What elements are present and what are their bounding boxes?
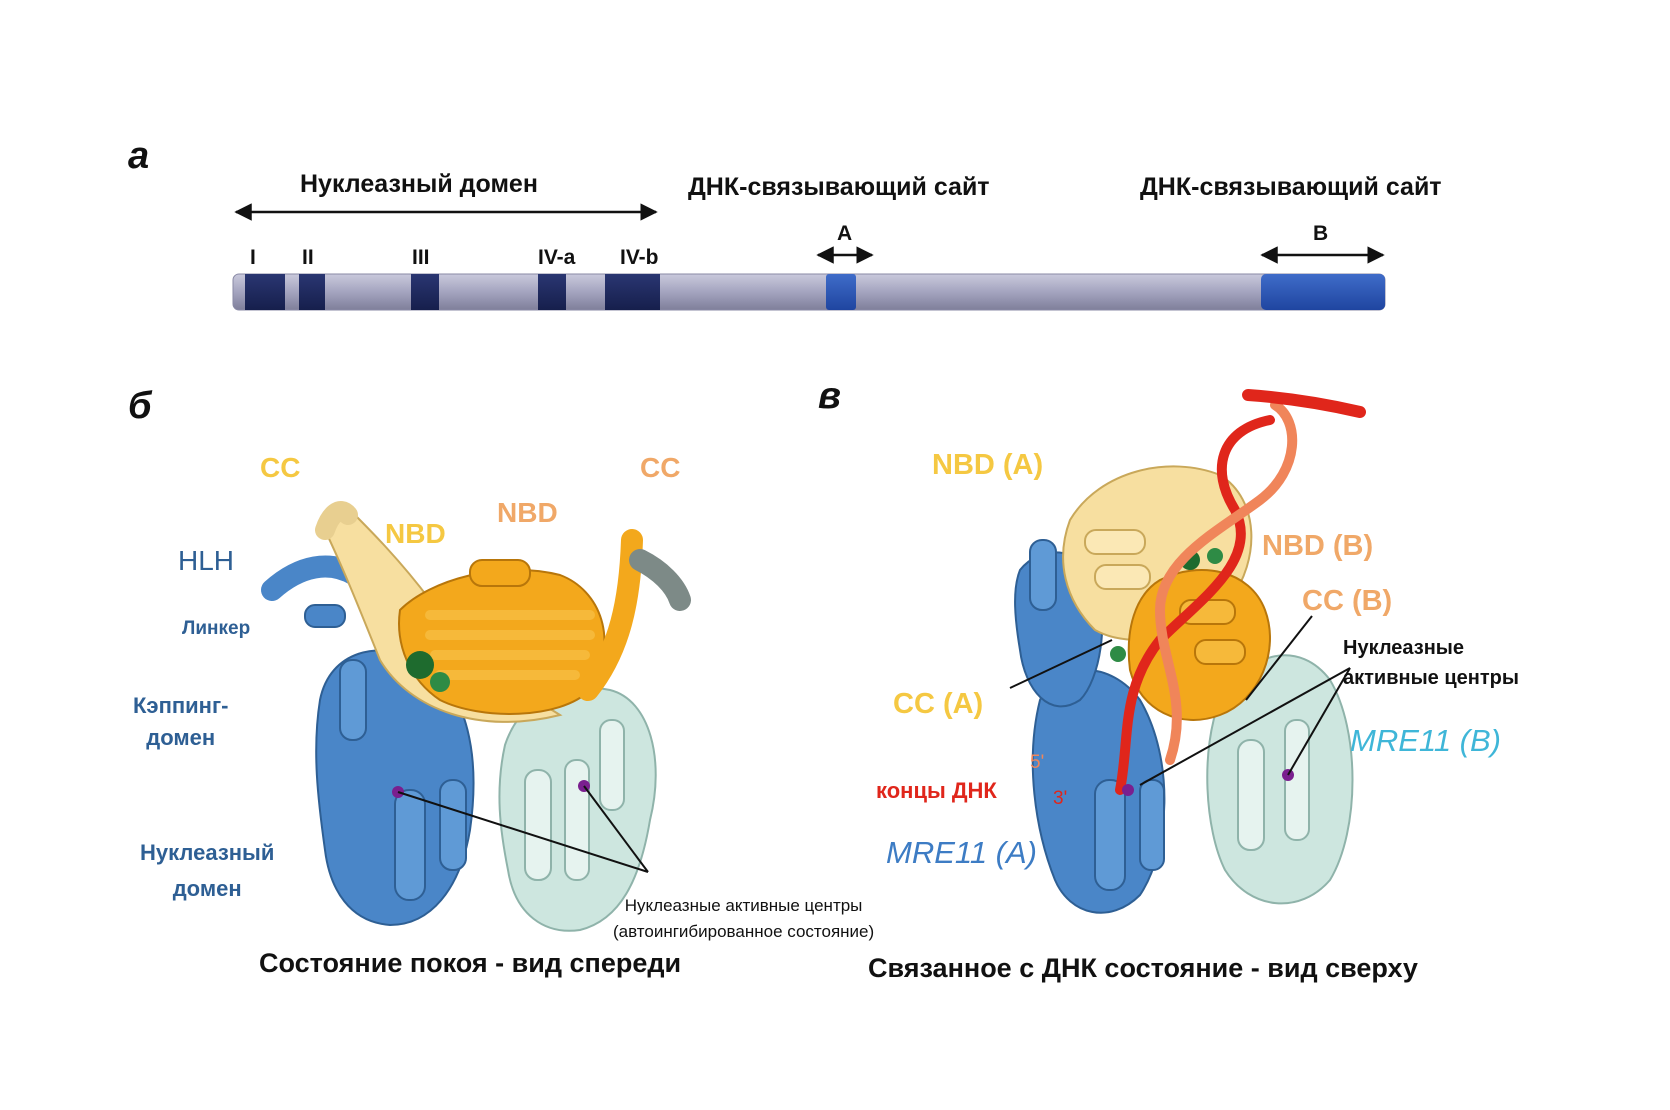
three-prime-label: 3': [1053, 788, 1068, 809]
motif-II-segment: [299, 274, 325, 310]
structure-resting-front: [261, 501, 691, 932]
motif-label-II: II: [302, 246, 314, 269]
caption-resting-state: Состояние покоя - вид спереди: [259, 948, 682, 978]
nuclease-domain-struct-line1: Нуклеазный: [140, 840, 275, 865]
motif-III-segment: [411, 274, 439, 310]
nuclease-domain-struct-line2: домен: [172, 876, 242, 901]
active-sites-bound-line1: Нуклеазные: [1343, 637, 1464, 659]
site-A-segment: [826, 274, 856, 310]
active-sites-bound-label: Нуклеазные активные центры: [1343, 633, 1519, 693]
motif-IVb-segment: [605, 274, 660, 310]
motif-I-segment: [245, 274, 285, 310]
dna-ends-label: концы ДНК: [876, 778, 997, 803]
active-sites-bound-line2: активные центры: [1343, 667, 1519, 689]
nbd-yellow-label: NBD: [385, 518, 446, 549]
active-sites-autoinhibited-label: Нуклеазные активные центры (автоингибиро…: [613, 893, 874, 945]
dna-binding-site-label-1: ДНК-связывающий сайт: [688, 173, 990, 201]
site-B-segment: [1261, 274, 1385, 310]
five-prime-label: 5': [1030, 752, 1045, 773]
capping-domain-line2: домен: [146, 725, 216, 750]
motif-label-IVb: IV-b: [620, 246, 659, 269]
panel-a-letter: a: [128, 135, 150, 177]
motif-label-I: I: [250, 246, 256, 269]
active-sites-line2: (автоингибированное состояние): [613, 922, 875, 941]
cc-b-label: CC (B): [1302, 585, 1393, 617]
mre11-a-label: MRE11 (A): [886, 835, 1038, 870]
cc-left-label: CC: [260, 452, 301, 483]
nbd-orange-label: NBD: [497, 497, 558, 528]
cc-a-label: CC (A): [893, 688, 984, 720]
motif-label-III: III: [412, 246, 430, 269]
nuclease-domain-struct-label: Нуклеазный домен: [140, 835, 274, 907]
capping-domain-label: Кэппинг- домен: [133, 690, 228, 754]
site-B-label: B: [1313, 222, 1329, 245]
nbd-b-label: NBD (B): [1262, 530, 1374, 562]
nuclease-domain-label: Нуклеазный домен: [300, 170, 538, 198]
cc-right-label: CC: [640, 452, 681, 483]
caption-dna-bound-state: Связанное с ДНК состояние - вид сверху: [868, 953, 1418, 983]
panel-b-letter: б: [128, 385, 152, 427]
domain-bar: [232, 273, 1386, 311]
panel-c-letter: в: [818, 375, 841, 417]
capping-domain-line1: Кэппинг-: [133, 693, 229, 718]
mre11-b-label: MRE11 (B): [1350, 723, 1502, 758]
motif-IVa-segment: [538, 274, 566, 310]
dna-binding-site-label-2: ДНК-связывающий сайт: [1140, 173, 1442, 201]
linker-label: Линкер: [182, 618, 251, 639]
motif-label-IVa: IV-a: [538, 246, 576, 269]
hlh-label: HLH: [178, 545, 235, 576]
nbd-a-label: NBD (A): [932, 449, 1044, 481]
structure-dna-bound-top: [1009, 389, 1366, 914]
active-sites-line1: Нуклеазные активные центры: [624, 896, 863, 915]
site-A-label: A: [837, 222, 853, 245]
